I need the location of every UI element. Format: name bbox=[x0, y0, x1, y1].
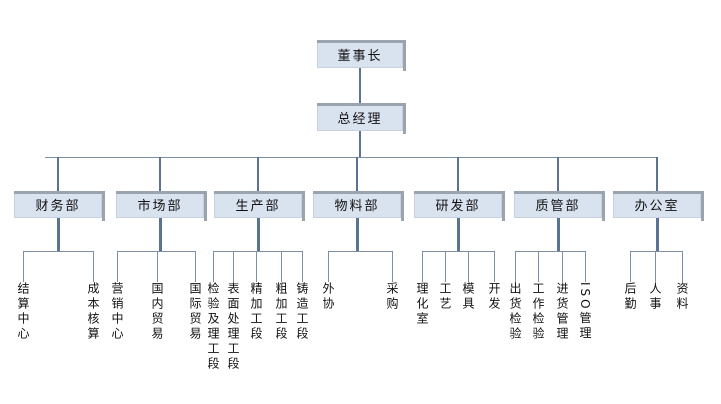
org-leaf-label: 人事 bbox=[648, 282, 662, 312]
connector-line bbox=[356, 218, 359, 251]
org-leaf-label: 工艺 bbox=[438, 282, 452, 312]
connector-line bbox=[585, 251, 586, 282]
connector-line bbox=[359, 131, 361, 157]
connector-line bbox=[655, 251, 656, 282]
connector-line bbox=[422, 251, 495, 252]
connector-line bbox=[422, 251, 423, 282]
connector-line bbox=[682, 251, 683, 282]
connector-line bbox=[557, 218, 560, 251]
connector-line bbox=[356, 157, 358, 191]
connector-line bbox=[257, 157, 259, 191]
connector-line bbox=[302, 251, 303, 282]
org-leaf-label: 国内贸易 bbox=[150, 282, 164, 342]
connector-line bbox=[117, 251, 196, 252]
connector-line bbox=[157, 251, 158, 282]
connector-line bbox=[630, 251, 683, 252]
connector-line bbox=[392, 251, 393, 282]
connector-line bbox=[257, 218, 260, 251]
org-leaf-label: 国际贸易 bbox=[188, 282, 202, 342]
connector-line bbox=[468, 251, 469, 282]
org-node-dept-rnd: 研发部 bbox=[414, 191, 505, 221]
connector-line bbox=[557, 157, 559, 191]
org-leaf-label: 铸造工段 bbox=[295, 282, 309, 342]
org-leaf-label: 理化室 bbox=[415, 282, 429, 327]
connector-line bbox=[93, 251, 94, 282]
connector-line bbox=[562, 251, 563, 282]
org-node-dept-office: 办公室 bbox=[613, 191, 704, 221]
org-node-dept-marketing: 市场部 bbox=[116, 191, 207, 221]
connector-line bbox=[457, 218, 460, 251]
connector-line bbox=[45, 157, 658, 158]
org-node-dept-materials: 物料部 bbox=[313, 191, 404, 221]
connector-line bbox=[57, 218, 60, 251]
org-leaf-label: 营销中心 bbox=[110, 282, 124, 342]
connector-line bbox=[23, 251, 94, 252]
org-node-dept-quality: 质管部 bbox=[514, 191, 605, 221]
org-leaf-label: 检验及理工段 bbox=[206, 282, 220, 372]
org-node-dept-production: 生产部 bbox=[214, 191, 305, 221]
org-leaf-label: ISO管理 bbox=[578, 282, 592, 342]
org-leaf-label: 模具 bbox=[461, 282, 475, 312]
connector-line bbox=[515, 251, 516, 282]
connector-line bbox=[57, 157, 59, 191]
org-leaf-label: 资料 bbox=[675, 282, 689, 312]
org-node-general-manager: 总经理 bbox=[317, 103, 406, 134]
org-node-chairman: 董事长 bbox=[317, 40, 406, 71]
connector-line bbox=[256, 251, 257, 282]
org-leaf-label: 采购 bbox=[385, 282, 399, 312]
org-leaf-label: 外协 bbox=[321, 282, 335, 312]
org-leaf-label: 精加工段 bbox=[249, 282, 263, 342]
connector-line bbox=[656, 157, 658, 191]
connector-line bbox=[159, 157, 161, 191]
connector-line bbox=[213, 251, 303, 252]
connector-line bbox=[328, 251, 393, 252]
connector-line bbox=[213, 251, 214, 282]
org-leaf-label: 结算中心 bbox=[16, 282, 30, 342]
org-leaf-label: 后勤 bbox=[623, 282, 637, 312]
connector-line bbox=[328, 251, 329, 282]
connector-line bbox=[445, 251, 446, 282]
org-leaf-label: 粗加工段 bbox=[274, 282, 288, 342]
connector-line bbox=[23, 251, 24, 282]
org-leaf-label: 进货管理 bbox=[555, 282, 569, 342]
connector-line bbox=[457, 157, 459, 191]
connector-line bbox=[159, 218, 162, 251]
org-leaf-label: 成本核算 bbox=[86, 282, 100, 342]
org-leaf-label: 工作检验 bbox=[531, 282, 545, 342]
connector-line bbox=[656, 218, 659, 251]
connector-line bbox=[538, 251, 539, 282]
connector-line bbox=[195, 251, 196, 282]
connector-line bbox=[359, 68, 361, 103]
org-leaf-label: 出货检验 bbox=[508, 282, 522, 342]
org-node-dept-finance: 财务部 bbox=[14, 191, 105, 221]
connector-line bbox=[117, 251, 118, 282]
connector-line bbox=[630, 251, 631, 282]
org-leaf-label: 开发 bbox=[487, 282, 501, 312]
connector-line bbox=[281, 251, 282, 282]
connector-line bbox=[494, 251, 495, 282]
connector-line bbox=[233, 251, 234, 282]
org-leaf-label: 表面处理工段 bbox=[226, 282, 240, 372]
connector-line bbox=[515, 251, 586, 252]
